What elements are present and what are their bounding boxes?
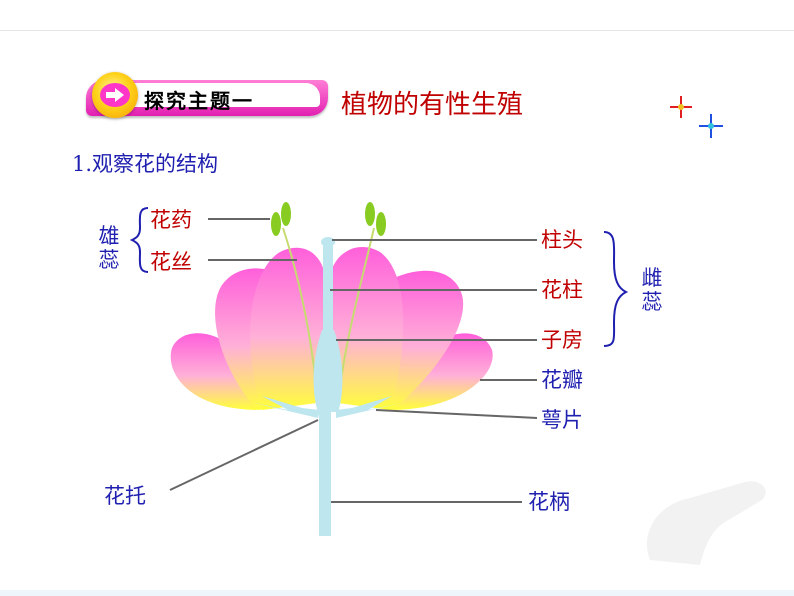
line-sepal — [375, 409, 538, 419]
anther-left-a — [271, 212, 281, 236]
label-ovary: 子房 — [541, 328, 583, 352]
ovary-shape — [313, 330, 343, 412]
label-receptacle: 花托 — [104, 484, 146, 508]
sparkle-blue-icon — [699, 114, 723, 138]
label-stigma: 柱头 — [541, 228, 583, 252]
brace-pistil — [603, 231, 629, 347]
label-petal: 花瓣 — [541, 368, 583, 392]
banner-label: 探究主题一 — [144, 89, 254, 113]
petals — [170, 246, 493, 410]
stamen-group-label: 雄蕊 — [98, 224, 120, 272]
page-title: 植物的有性生殖 — [341, 90, 524, 120]
pistil — [313, 237, 343, 412]
label-pedicel: 花柄 — [528, 490, 570, 514]
petal-center-right — [330, 246, 404, 410]
bottom-band — [0, 590, 794, 596]
section-title: 1.观察花的结构 — [72, 152, 219, 176]
sepals — [250, 396, 405, 418]
sparkle-decoration — [670, 96, 723, 138]
label-anther: 花药 — [150, 208, 192, 232]
top-divider — [0, 30, 794, 31]
sepal-left — [250, 396, 320, 418]
line-receptacle — [169, 419, 319, 491]
style-column — [323, 246, 333, 336]
sparkle-red-icon — [670, 96, 692, 118]
arrow-right-icon — [100, 83, 130, 107]
petal-center-left — [250, 247, 325, 410]
pistil-group-label: 雌蕊 — [641, 266, 663, 314]
brace-stamen — [129, 207, 149, 273]
topic-banner: 探究主题一 — [78, 72, 330, 122]
label-filament: 花丝 — [150, 250, 192, 274]
banner-inner — [114, 83, 320, 107]
anther-right-a — [365, 202, 375, 226]
label-style: 花柱 — [541, 278, 583, 302]
leader-lines — [169, 218, 538, 503]
sepal-right — [336, 396, 405, 418]
anther-left-b — [281, 202, 291, 226]
label-sepal: 萼片 — [541, 408, 583, 432]
anther-right-b — [376, 212, 386, 236]
banner-badge — [92, 72, 138, 118]
stigma-tip — [321, 237, 335, 247]
watermark-logo — [646, 481, 766, 565]
pedicel-stem — [319, 412, 331, 536]
